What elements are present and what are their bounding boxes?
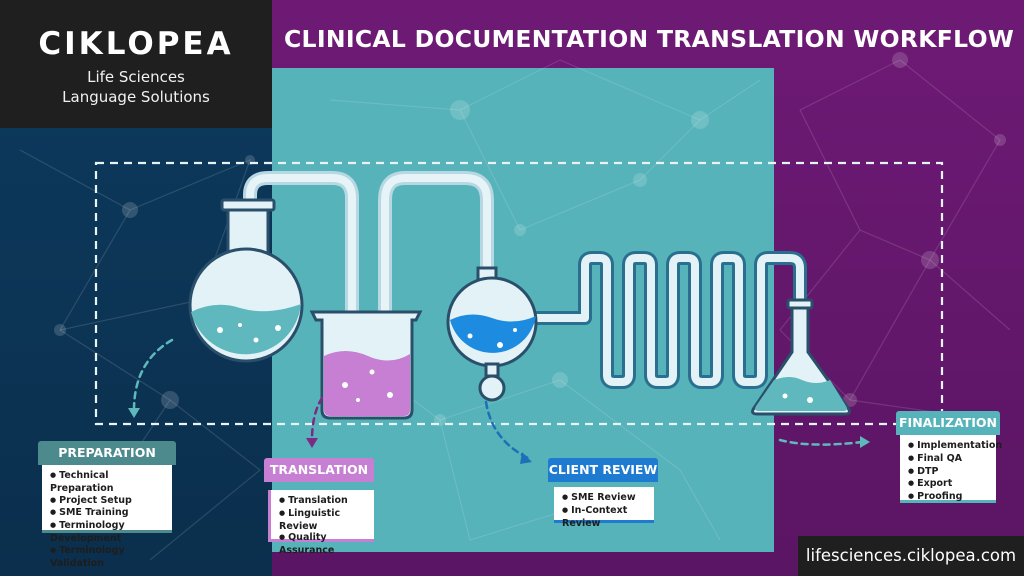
list-item: Project Setup (50, 495, 166, 508)
list-item: Technical Preparation (50, 470, 166, 495)
arrow-to-preparation (132, 338, 174, 412)
erlenmeyer-flask-icon (751, 298, 851, 416)
stage-list-preparation: Technical Preparation Project Setup SME … (42, 465, 172, 569)
brand-logo-block: CIKLOPEA Life Sciences Language Solution… (0, 0, 272, 128)
list-item: Export (908, 478, 990, 491)
list-item: Translation (279, 495, 368, 508)
list-item: Proofing (908, 491, 990, 504)
round-flask-icon (188, 198, 304, 363)
list-item: SME Training (50, 507, 166, 520)
list-item: Final QA (908, 453, 990, 466)
brand-name: CIKLOPEA (38, 26, 234, 62)
arrow-to-finalization (778, 438, 864, 446)
stage-list-translation: Translation Linguistic Review Quality As… (268, 490, 374, 556)
round-bulb-flask-icon (446, 266, 538, 402)
list-item: DTP (908, 466, 990, 479)
stage-tag-translation: TRANSLATION (264, 458, 374, 482)
stage-tag-client-review: CLIENT REVIEW (548, 458, 658, 482)
page-title: CLINICAL DOCUMENTATION TRANSLATION WORKF… (284, 25, 1015, 53)
workflow-dashed-frame (94, 161, 944, 426)
stage-tag-finalization: FINALIZATION (896, 411, 1000, 435)
list-item: Terminology Development (50, 520, 166, 545)
list-item: SME Review (562, 492, 648, 505)
list-item: Quality Assurance (279, 532, 368, 557)
stage-list-client-review: SME Review In-Context Review (554, 487, 654, 529)
list-item: Linguistic Review (279, 508, 368, 533)
stage-tag-preparation: PREPARATION (38, 441, 176, 465)
stage-list-finalization: Implementation Final QA DTP Export Proof… (900, 435, 1002, 504)
connecting-tubes-icon (243, 171, 494, 317)
arrow-to-client-review (484, 400, 530, 460)
list-item: Terminology Validation (50, 545, 166, 570)
brand-tagline-line2: Language Solutions (62, 88, 210, 106)
list-item: Implementation (908, 440, 1002, 453)
beaker-icon (309, 310, 423, 420)
list-item: In-Context Review (562, 505, 648, 530)
coil-condenser-icon (528, 251, 807, 389)
brand-tagline-line1: Life Sciences (87, 68, 185, 86)
footer-website-link[interactable]: lifesciences.ciklopea.com (798, 536, 1024, 576)
arrow-to-translation (310, 396, 324, 442)
